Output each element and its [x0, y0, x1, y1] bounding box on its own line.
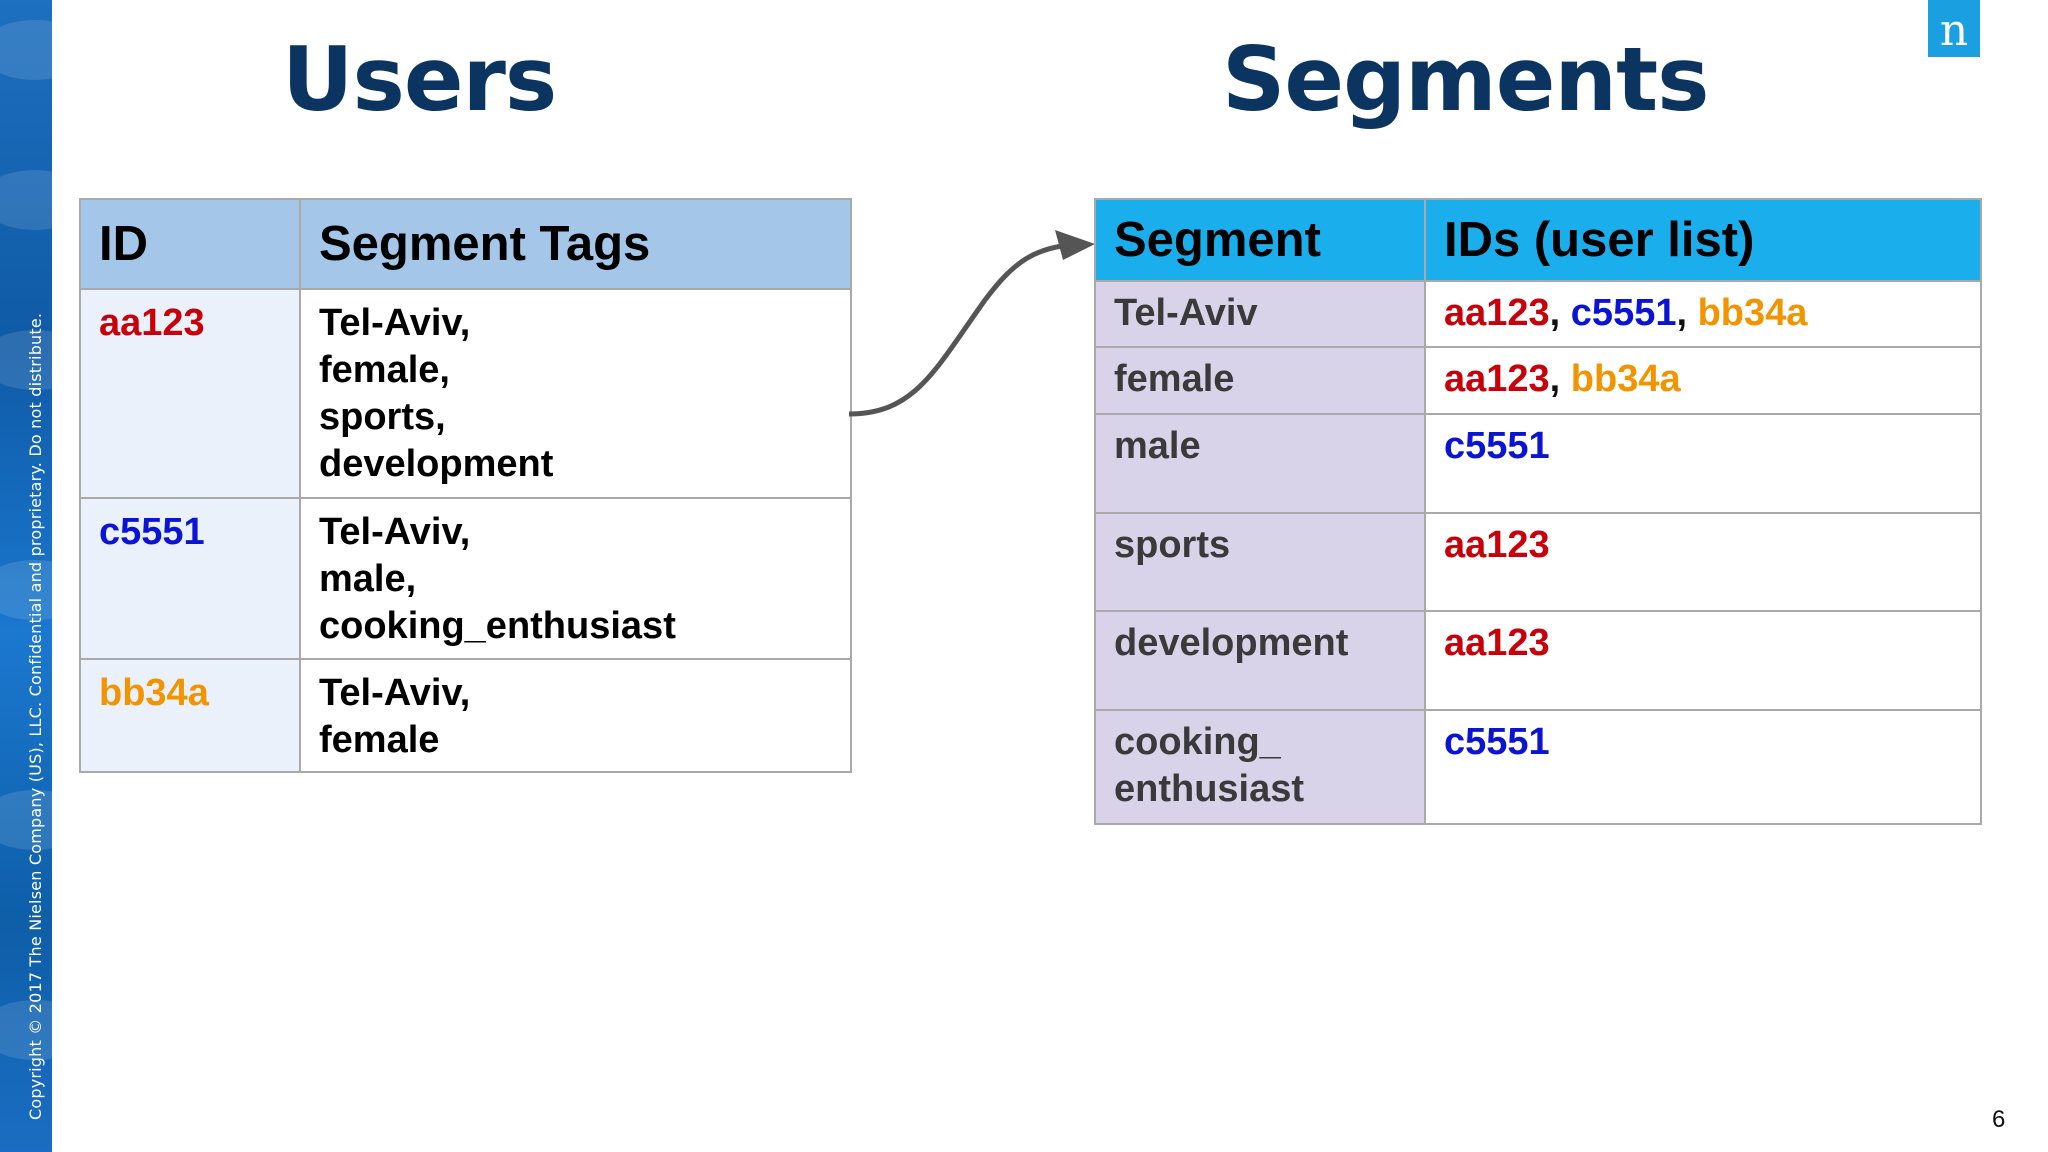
id-separator: , — [1549, 358, 1571, 400]
band-wave-decoration — [0, 1000, 52, 1060]
band-wave-decoration — [0, 790, 52, 850]
users-header-row: ID Segment Tags — [79, 198, 852, 290]
tag-line: female, — [319, 349, 450, 391]
user-id: c5551 — [1444, 721, 1550, 763]
user-id: c5551 — [99, 511, 205, 553]
segment-name-line: cooking_ — [1114, 721, 1281, 763]
table-row: female aa123, bb34a — [1094, 346, 1982, 415]
tag-line: sports, — [319, 396, 446, 438]
tag-line: female — [319, 719, 440, 761]
user-id: aa123 — [99, 302, 205, 344]
user-id: bb34a — [1570, 358, 1681, 400]
tag-line: Tel-Aviv, — [319, 302, 471, 344]
table-row: aa123 Tel-Aviv, female, sports, developm… — [79, 288, 852, 499]
copyright-notice: Copyright © 2017 The Nielsen Company (US… — [26, 312, 45, 1120]
segment-name-line: sports — [1114, 524, 1231, 566]
table-row: sports aa123 — [1094, 512, 1982, 612]
segment-user-ids-cell: c5551 — [1424, 709, 1982, 825]
segments-header-ids: IDs (user list) — [1424, 198, 1982, 282]
user-id: aa123 — [1444, 524, 1550, 566]
page-number: 6 — [1992, 1106, 2006, 1133]
user-tags-cell: Tel-Aviv, male, cooking_enthusiast — [299, 497, 852, 660]
segments-header-row: Segment IDs (user list) — [1094, 198, 1982, 282]
nielsen-logo-icon: n — [1928, 0, 1980, 57]
user-id-cell: c5551 — [79, 497, 301, 660]
segment-name-cell: sports — [1094, 512, 1426, 612]
segment-name-cell: cooking_ enthusiast — [1094, 709, 1426, 825]
segments-header-segment: Segment — [1094, 198, 1426, 282]
user-id: aa123 — [1444, 358, 1550, 400]
segment-user-ids-cell: aa123 — [1424, 610, 1982, 711]
segment-name-line: male — [1114, 425, 1201, 467]
segment-name-cell: male — [1094, 413, 1426, 514]
users-header-id: ID — [79, 198, 301, 290]
id-separator: , — [1676, 292, 1698, 334]
segments-title: Segments — [1222, 28, 1710, 131]
segment-name-line: female — [1114, 358, 1235, 400]
id-separator: , — [1549, 292, 1571, 334]
segment-user-ids-cell: aa123 — [1424, 512, 1982, 612]
table-row: development aa123 — [1094, 610, 1982, 711]
band-wave-decoration — [0, 170, 52, 230]
tag-line: Tel-Aviv, — [319, 511, 471, 553]
segment-user-ids-cell: c5551 — [1424, 413, 1982, 514]
segment-name-cell: Tel-Aviv — [1094, 280, 1426, 348]
user-tags-cell: Tel-Aviv, female, sports, development — [299, 288, 852, 499]
users-table: ID Segment Tags aa123 Tel-Aviv, female, … — [79, 198, 852, 773]
user-id-cell: aa123 — [79, 288, 301, 499]
user-id: c5551 — [1570, 292, 1677, 334]
table-row: cooking_ enthusiast c5551 — [1094, 709, 1982, 825]
segment-user-ids-cell: aa123, bb34a — [1424, 346, 1982, 415]
user-id: c5551 — [1444, 425, 1550, 467]
table-row: Tel-Aviv aa123, c5551, bb34a — [1094, 280, 1982, 348]
segments-table: Segment IDs (user list) Tel-Aviv aa123, c… — [1094, 198, 1982, 825]
band-wave-decoration — [0, 20, 52, 80]
user-id: aa123 — [1444, 622, 1550, 664]
tag-line: male, — [319, 558, 417, 600]
arrow-curve — [848, 241, 1078, 417]
segment-name-line: enthusiast — [1114, 768, 1305, 810]
mapping-arrow-icon — [848, 230, 1095, 417]
table-row: male c5551 — [1094, 413, 1982, 514]
segment-name-line: development — [1114, 622, 1349, 664]
segment-user-ids-cell: aa123, c5551, bb34a — [1424, 280, 1982, 348]
user-id: bb34a — [99, 672, 209, 714]
left-decorative-band: Copyright © 2017 The Nielsen Company (US… — [0, 0, 52, 1152]
arrow-head — [1055, 230, 1095, 260]
band-wave-decoration — [0, 560, 52, 620]
table-row: bb34a Tel-Aviv, female — [79, 658, 852, 773]
users-header-tags: Segment Tags — [299, 198, 852, 290]
tag-line: development — [319, 443, 554, 485]
tag-line: Tel-Aviv, — [319, 672, 471, 714]
user-id: bb34a — [1697, 292, 1808, 334]
user-id: aa123 — [1444, 292, 1550, 334]
user-id-cell: bb34a — [79, 658, 301, 773]
tag-line: cooking_enthusiast — [319, 605, 676, 647]
segment-name-cell: development — [1094, 610, 1426, 711]
table-row: c5551 Tel-Aviv, male, cooking_enthusiast — [79, 497, 852, 660]
band-wave-decoration — [0, 330, 52, 390]
users-title: Users — [282, 28, 557, 131]
segment-name-line: Tel-Aviv — [1114, 292, 1258, 334]
segment-name-cell: female — [1094, 346, 1426, 415]
user-tags-cell: Tel-Aviv, female — [299, 658, 852, 773]
